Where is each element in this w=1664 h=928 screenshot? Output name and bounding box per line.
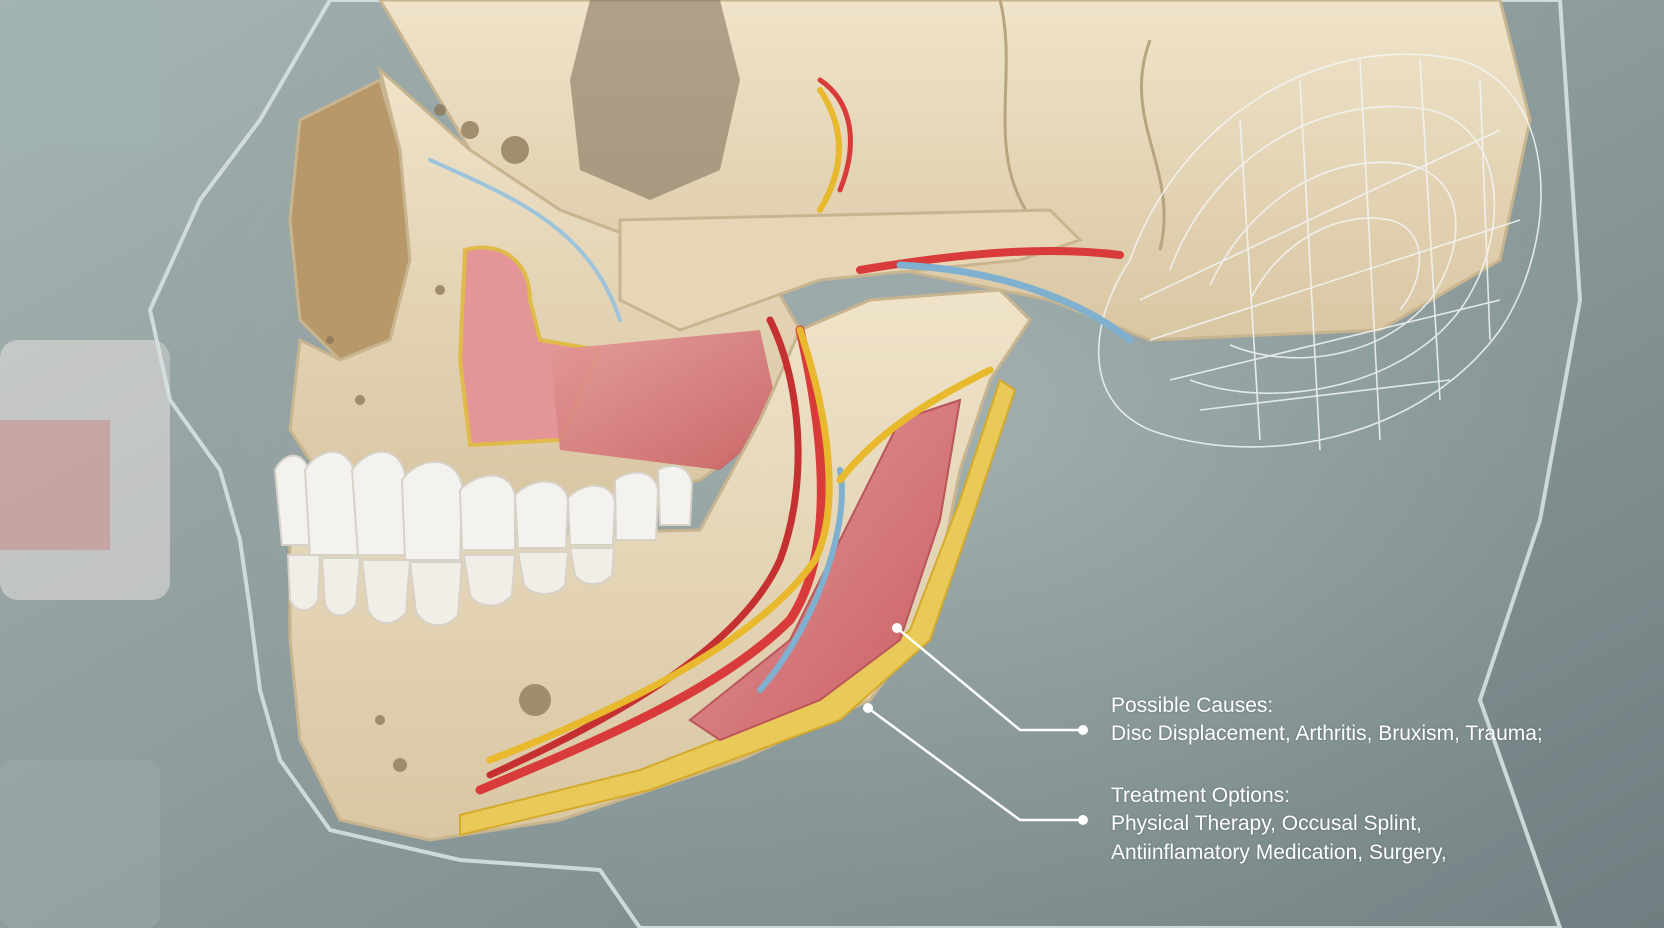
upper-teeth	[273, 450, 694, 561]
treatment-line-1: Physical Therapy, Occusal Splint,	[1111, 812, 1422, 835]
nerve-upper	[817, 87, 842, 213]
treatment-end-dot	[1078, 815, 1088, 825]
causes-annotation: Possible Causes: Disc Displacement, Arth…	[1111, 692, 1543, 748]
inner-muscle	[550, 330, 780, 470]
tooth	[516, 551, 570, 595]
tooth	[568, 547, 616, 585]
annotation-leaders	[867, 627, 1083, 822]
treatment-line-2: Antiinflamatory Medication, Surgery,	[1111, 841, 1447, 864]
tooth	[566, 484, 617, 546]
causes-end-dot	[1078, 725, 1088, 735]
lower-teeth	[286, 547, 616, 627]
artery-temporal	[817, 77, 853, 193]
vein-upper	[896, 261, 1134, 344]
eye-socket	[570, 0, 740, 200]
artery	[475, 325, 826, 795]
tooth	[656, 464, 694, 526]
skull-suture-2	[1139, 39, 1166, 251]
tooth	[350, 450, 406, 556]
tooth	[408, 561, 464, 627]
bone-pores	[326, 104, 551, 772]
causes-title: Possible Causes:	[1111, 694, 1274, 717]
blurred-panel-top	[0, 0, 160, 150]
tooth	[462, 554, 517, 607]
treatment-title: Treatment Options:	[1111, 784, 1290, 807]
zygomatic-arch	[618, 208, 1083, 332]
causes-leader-line	[896, 627, 1083, 732]
neurovascular-bundle	[428, 77, 1134, 795]
tooth	[286, 554, 322, 612]
tooth	[320, 557, 362, 617]
tooth	[613, 471, 660, 541]
causes-start-dot	[892, 623, 902, 633]
tooth	[513, 480, 570, 549]
blurred-panel-bottom	[0, 760, 160, 928]
vein-orbital	[428, 158, 622, 322]
tooth	[360, 559, 412, 624]
skull-suture	[998, 0, 1042, 231]
treatment-start-dot	[863, 703, 873, 713]
tooth	[400, 460, 464, 561]
artery-2	[486, 316, 802, 779]
nerve	[486, 326, 833, 764]
treatment-annotation: Treatment Options: Physical Therapy, Occ…	[1111, 782, 1447, 867]
annotation-dots	[863, 623, 1088, 825]
blurred-panel-red	[0, 420, 110, 550]
artery-upper	[856, 246, 1124, 274]
vein	[757, 467, 845, 693]
causes-text: Disc Displacement, Arthritis, Bruxism, T…	[1111, 722, 1543, 745]
tooth	[303, 450, 360, 556]
ear-wireframe	[1097, 53, 1542, 451]
nerve-2	[836, 366, 994, 484]
treatment-leader-line	[867, 706, 1083, 822]
tooth	[458, 474, 516, 551]
